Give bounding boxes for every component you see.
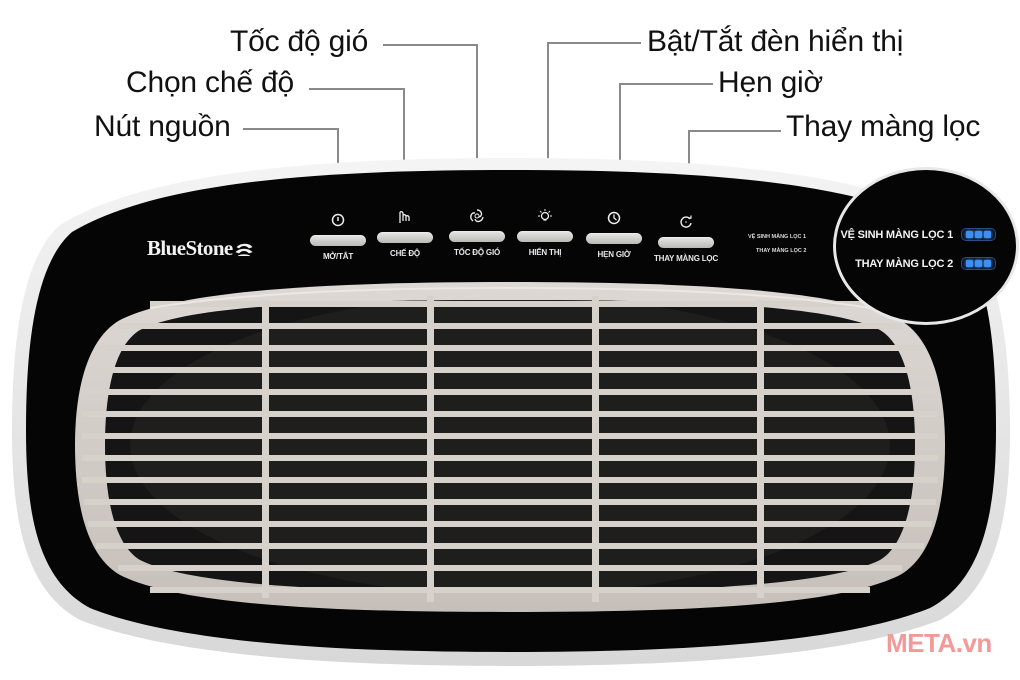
watermark: META.vn [886, 628, 992, 658]
filter-button[interactable] [658, 237, 714, 248]
leader-filter-v [688, 130, 690, 194]
callout-mode: Chọn chế độ [126, 66, 294, 99]
brand-name: BlueStone [147, 236, 233, 260]
power-icon [331, 213, 345, 227]
small-indicator-2: THAY MÀNG LỌC 2 [756, 248, 807, 254]
lightbulb-icon [538, 209, 552, 221]
mode-button[interactable] [377, 232, 433, 243]
callout-power: Nút nguồn [94, 110, 231, 143]
clock-icon [607, 211, 621, 225]
leader-timer [619, 83, 713, 85]
leader-timer-v [619, 83, 621, 194]
timer-label: HẸN GIỜ [597, 250, 631, 259]
display-label: HIỂN THỊ [528, 248, 562, 257]
wind-speed-label: TỐC ĐỘ GIÓ [453, 248, 500, 257]
mode-label: CHẾ ĐỘ [390, 249, 420, 258]
indicator-zoom-callout: VỆ SINH MÀNG LỌC 1 THAY MÀNG LỌC 2 [833, 167, 1019, 325]
callout-wind-speed: Tốc độ gió [230, 25, 369, 58]
callout-filter: Thay màng lọc [786, 110, 981, 143]
power-button[interactable] [310, 235, 366, 246]
grille-slats [82, 301, 938, 593]
indicator-row-clean-filter-1: VỆ SINH MÀNG LỌC 1 [840, 228, 996, 241]
hand-icon [399, 211, 410, 223]
fan-swirl-icon [470, 209, 484, 223]
leader-power [243, 128, 339, 130]
control-mode[interactable]: CHẾ ĐỘ [373, 208, 437, 258]
leader-mode [309, 88, 405, 90]
display-button[interactable] [517, 231, 573, 242]
callout-timer: Hẹn giờ [718, 66, 823, 99]
timer-button[interactable] [586, 233, 642, 244]
led-indicator-icon [961, 228, 996, 241]
leader-filter [688, 130, 781, 132]
indicator-label: VỆ SINH MÀNG LỌC 1 [840, 228, 953, 241]
power-label: MỞ/TẮT [322, 252, 354, 261]
control-power[interactable]: MỞ/TẮT [306, 211, 370, 261]
control-display[interactable]: HIỂN THỊ [513, 207, 577, 257]
led-indicator-icon [961, 257, 996, 270]
indicator-label: THAY MÀNG LỌC 2 [855, 257, 953, 270]
control-wind-speed[interactable]: TỐC ĐỘ GIÓ [445, 207, 509, 257]
indicator-row-replace-filter-2: THAY MÀNG LỌC 2 [855, 257, 996, 270]
wind-speed-button[interactable] [449, 231, 505, 242]
brand-mark-icon [235, 243, 253, 257]
leader-mode-v [403, 88, 405, 194]
leader-display [547, 42, 641, 44]
filter-label: THAY MÀNG LỌC [653, 254, 719, 263]
reset-icon [680, 215, 692, 228]
leader-wind-speed [383, 44, 477, 46]
brand-logo: BlueStone [147, 236, 253, 261]
small-indicator-1: VỆ SINH MÀNG LỌC 1 [748, 234, 807, 240]
control-filter[interactable]: THAY MÀNG LỌC [651, 213, 721, 263]
leader-display-v [547, 42, 549, 194]
callout-display: Bật/Tắt đèn hiển thị [647, 25, 904, 58]
control-timer[interactable]: HẸN GIỜ [582, 209, 646, 259]
leader-wind-speed-v [476, 44, 478, 194]
leader-power-v [337, 128, 339, 194]
